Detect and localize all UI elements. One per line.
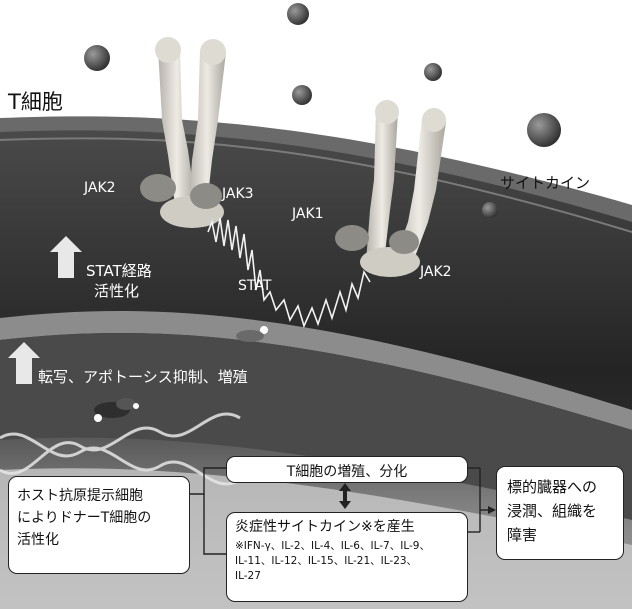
inflammatory-note-line3: IL-27: [235, 570, 261, 582]
transcription-label: 転写、アポトーシス抑制、増殖: [38, 368, 248, 386]
bidirectional-arrow-icon: [339, 483, 351, 509]
cytokine-ball: [482, 202, 498, 218]
jak1-label: JAK1: [292, 206, 324, 222]
stat-molecule: [236, 330, 264, 342]
target-box-line2: 浸潤、組織を: [507, 502, 598, 520]
host-box-line1: ホスト抗原提示細胞: [17, 488, 143, 504]
stat-label: STAT: [238, 278, 272, 294]
up-arrow-transcription: [8, 342, 40, 384]
inflammatory-note-line2: IL-11、IL-12、IL-15、IL-21、IL-23、: [235, 555, 418, 567]
target-box-line1: 標的臓器への: [507, 478, 598, 496]
jak3-label: JAK3: [222, 186, 254, 202]
host-box-line2: によりドナーT細胞の: [17, 510, 152, 526]
host-activation-box: ホスト抗原提示細胞 によりドナーT細胞の 活性化: [8, 476, 190, 574]
jak2-right-blob: [389, 230, 419, 254]
inflammatory-cytokine-box: 炎症性サイトカイン※を産生 ※IFN-γ、IL-2、IL-4、IL-6、IL-7…: [226, 512, 468, 602]
jak2-left-blob: [140, 174, 176, 202]
stat-pathway-label-line2: 活性化: [94, 282, 140, 300]
cytokine-ball: [292, 85, 312, 105]
jak2-right-label: JAK2: [420, 264, 452, 280]
nuclear-membrane: [0, 310, 632, 430]
cytokine-ball: [287, 3, 309, 25]
dna-helix: [0, 412, 241, 486]
up-arrow-stat: [50, 236, 82, 278]
membrane-inner-edge: [0, 137, 632, 233]
proliferation-text: T細胞の増殖、分化: [286, 464, 408, 480]
connector-lines: [190, 467, 490, 555]
jak1-blob: [335, 225, 369, 251]
stat-glow-dot: [260, 326, 268, 334]
inflammatory-note-line1: ※IFN-γ、IL-2、IL-4、IL-6、IL-7、IL-9、: [235, 540, 430, 552]
cytokine-ball: [84, 45, 110, 71]
cytokine-label: サイトカイン: [500, 174, 591, 192]
host-box-line3: 活性化: [17, 532, 59, 548]
arrowhead: [488, 506, 496, 514]
cytokine-particles: [84, 3, 561, 218]
stat-pathway-label-line1: STAT経路: [86, 262, 152, 280]
dna-complex: [94, 398, 136, 418]
target-box-line3: 障害: [507, 526, 538, 544]
cell-label: T細胞: [8, 90, 63, 114]
signal-wave: [207, 217, 371, 329]
dna-glow-dot: [94, 414, 102, 422]
jak2-left-label: JAK2: [84, 180, 116, 196]
target-organ-box: 標的臓器への 浸潤、組織を 障害: [496, 466, 624, 560]
jak3-blob: [190, 183, 222, 209]
jak-proteins: [140, 174, 419, 254]
inflammatory-title: 炎症性サイトカイン※を産生: [235, 519, 415, 535]
cytokine-ball: [424, 63, 442, 81]
proliferation-box: T細胞の増殖、分化: [226, 456, 468, 483]
cytokine-ball: [527, 113, 561, 147]
dna-glow-dot: [133, 403, 139, 409]
